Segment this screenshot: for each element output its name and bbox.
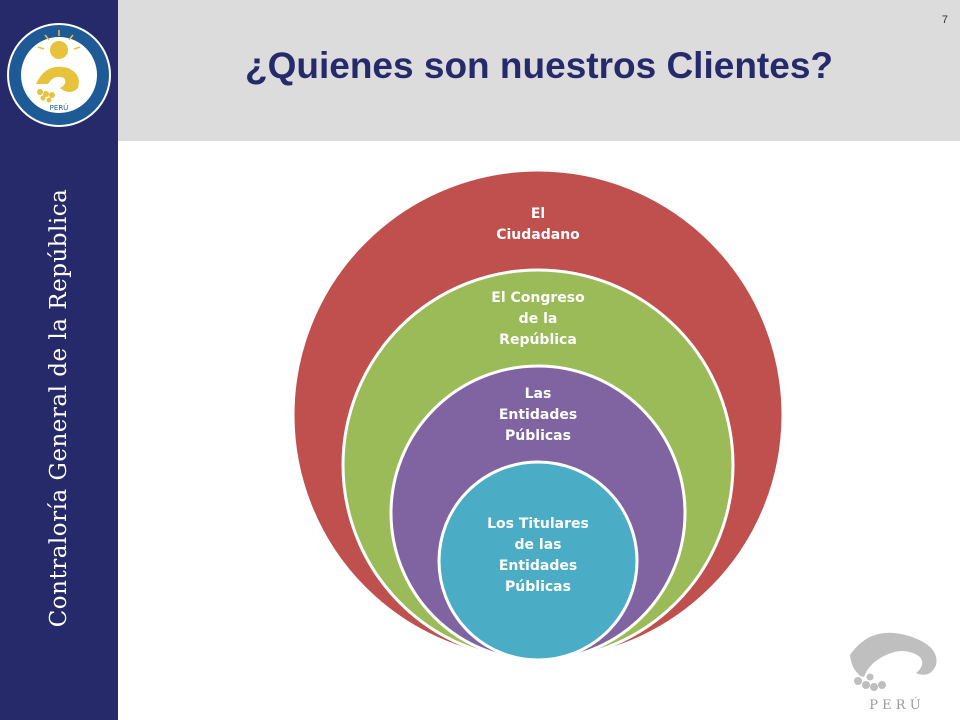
- peru-label: P E R Ú: [869, 696, 920, 713]
- peru-brand-icon: P E R Ú: [850, 632, 937, 713]
- page-number: 7: [941, 14, 948, 26]
- seal-label: PERÚ: [50, 103, 69, 112]
- contraloria-seal-icon: PERÚ: [7, 23, 111, 127]
- slide-header: ¿Quienes son nuestros Clientes? 7: [118, 0, 960, 141]
- sidebar: PERÚ Contraloría General de la República: [0, 0, 118, 720]
- slide-title: ¿Quienes son nuestros Clientes?: [244, 45, 833, 86]
- ring-4-circle: [437, 460, 639, 662]
